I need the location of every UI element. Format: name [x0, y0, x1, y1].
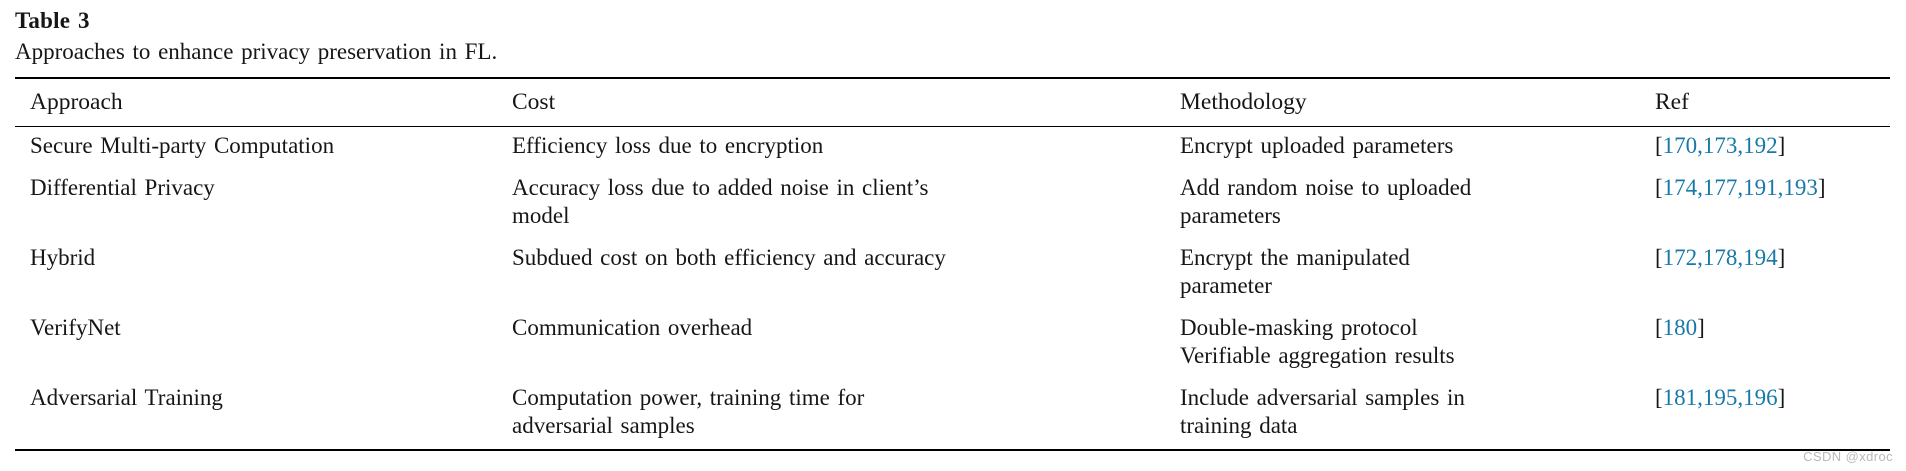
- col-header-ref: Ref: [1655, 78, 1890, 127]
- ref-bracket-close: ]: [1817, 175, 1826, 200]
- approach-text: Hybrid: [30, 245, 96, 270]
- table-caption-title: Approaches to enhance privacy preservati…: [15, 39, 498, 64]
- ref-link[interactable]: 178: [1702, 245, 1738, 270]
- methodology-text: parameters: [1180, 203, 1281, 228]
- approach-cell: Secure Multi-party Computation: [15, 127, 512, 170]
- table-row: Adversarial Training Computation power, t…: [15, 379, 1890, 450]
- table-body: Secure Multi-party Computation Efficiency…: [15, 127, 1890, 451]
- methodology-cell: Add random noise to uploaded parameters: [1180, 169, 1655, 239]
- cost-text: model: [512, 203, 570, 228]
- methodology-text: Add random noise to uploaded: [1180, 175, 1472, 200]
- ref-bracket-open: [: [1655, 385, 1663, 410]
- methodology-text: Encrypt the manipulated: [1180, 245, 1410, 270]
- methodology-cell: Include adversarial samples in training d…: [1180, 379, 1655, 450]
- table-row: Secure Multi-party Computation Efficiency…: [15, 127, 1890, 170]
- ref-separator: ,: [1697, 175, 1703, 200]
- methodology-text: training data: [1180, 413, 1298, 438]
- cost-cell: Communication overhead: [512, 309, 1180, 379]
- col-header-approach: Approach: [15, 78, 512, 127]
- approach-text: Adversarial Training: [30, 385, 223, 410]
- methodology-text: Verifiable aggregation results: [1180, 343, 1455, 368]
- ref-separator: ,: [1697, 245, 1703, 270]
- cost-cell: Subdued cost on both efficiency and accu…: [512, 239, 1180, 309]
- methodology-text: Include adversarial samples in: [1180, 385, 1465, 410]
- ref-separator: ,: [1737, 175, 1744, 200]
- ref-separator: ,: [1737, 385, 1744, 410]
- ref-bracket-open: [: [1655, 133, 1663, 158]
- ref-link[interactable]: 193: [1783, 175, 1818, 200]
- ref-separator: ,: [1697, 133, 1703, 158]
- cost-cell: Computation power, training time for adve…: [512, 379, 1180, 450]
- ref-link[interactable]: 194: [1743, 245, 1778, 270]
- cost-text: Communication overhead: [512, 315, 753, 340]
- methodology-text: parameter: [1180, 273, 1272, 298]
- col-header-cost: Cost: [512, 78, 1180, 127]
- table-row: Differential Privacy Accuracy loss due to…: [15, 169, 1890, 239]
- cost-cell: Accuracy loss due to added noise in clie…: [512, 169, 1180, 239]
- ref-link[interactable]: 181: [1662, 385, 1698, 410]
- ref-bracket-open: [: [1655, 315, 1663, 340]
- table-row: VerifyNet Communication overhead Double-ma…: [15, 309, 1890, 379]
- approach-text: Secure Multi-party Computation: [30, 133, 335, 158]
- ref-link[interactable]: 192: [1743, 133, 1778, 158]
- ref-link[interactable]: 180: [1662, 315, 1698, 340]
- ref-cell: [172,178,194]: [1655, 239, 1890, 309]
- cost-text: Accuracy loss due to added noise in clie…: [512, 175, 929, 200]
- ref-bracket-open: [: [1655, 245, 1663, 270]
- ref-bracket-open: [: [1655, 175, 1663, 200]
- table-caption: Table 3 Approaches to enhance privacy pr…: [15, 5, 497, 67]
- cost-text: adversarial samples: [512, 413, 695, 438]
- methodology-text: Double-masking protocol: [1180, 315, 1418, 340]
- ref-link[interactable]: 191: [1743, 175, 1778, 200]
- ref-separator: ,: [1737, 245, 1744, 270]
- approach-text: VerifyNet: [30, 315, 121, 340]
- methodology-text: Encrypt uploaded parameters: [1180, 133, 1454, 158]
- approach-cell: Differential Privacy: [15, 169, 512, 239]
- ref-separator: ,: [1697, 385, 1703, 410]
- header-row: Approach Cost Methodology Ref: [15, 78, 1890, 127]
- methodology-cell: Encrypt uploaded parameters: [1180, 127, 1655, 170]
- ref-link[interactable]: 170: [1662, 133, 1698, 158]
- ref-bracket-close: ]: [1777, 133, 1786, 158]
- ref-link[interactable]: 195: [1702, 385, 1738, 410]
- ref-cell: [170,173,192]: [1655, 127, 1890, 170]
- approach-cell: VerifyNet: [15, 309, 512, 379]
- table-row: Hybrid Subdued cost on both efficiency an…: [15, 239, 1890, 309]
- ref-link[interactable]: 172: [1662, 245, 1698, 270]
- ref-link[interactable]: 196: [1743, 385, 1778, 410]
- ref-separator: ,: [1777, 175, 1784, 200]
- ref-bracket-close: ]: [1777, 245, 1786, 270]
- watermark: CSDN @xdroc: [1803, 449, 1893, 464]
- table-caption-label: Table 3: [15, 8, 90, 33]
- cost-text: Computation power, training time for: [512, 385, 865, 410]
- cost-text: Subdued cost on both efficiency and accu…: [512, 245, 946, 270]
- approach-cell: Hybrid: [15, 239, 512, 309]
- approach-text: Differential Privacy: [30, 175, 215, 200]
- privacy-approaches-table: Approach Cost Methodology Ref Secure Mul…: [15, 77, 1890, 451]
- cost-text: Efficiency loss due to encryption: [512, 133, 824, 158]
- ref-link[interactable]: 173: [1702, 133, 1738, 158]
- col-header-methodology: Methodology: [1180, 78, 1655, 127]
- ref-link[interactable]: 177: [1702, 175, 1738, 200]
- ref-separator: ,: [1737, 133, 1744, 158]
- ref-cell: [174,177,191,193]: [1655, 169, 1890, 239]
- cost-cell: Efficiency loss due to encryption: [512, 127, 1180, 170]
- approach-cell: Adversarial Training: [15, 379, 512, 450]
- ref-bracket-close: ]: [1697, 315, 1705, 340]
- ref-bracket-close: ]: [1777, 385, 1786, 410]
- ref-cell: [181,195,196]: [1655, 379, 1890, 450]
- ref-cell: [180]: [1655, 309, 1890, 379]
- ref-link[interactable]: 174: [1662, 175, 1698, 200]
- methodology-cell: Encrypt the manipulated parameter: [1180, 239, 1655, 309]
